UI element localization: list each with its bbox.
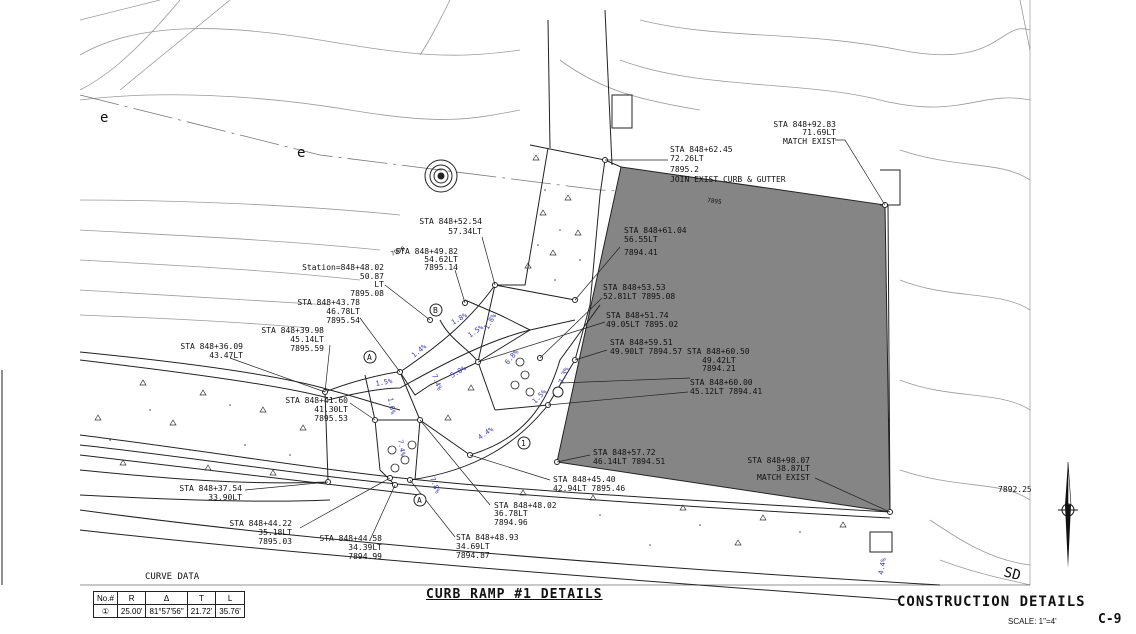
slope-label: 1.4% — [410, 342, 429, 359]
sd-label: SD — [1002, 564, 1022, 584]
table-row: ① 25.00' 81°57'56" 21.72' 35.76' — [93, 604, 245, 618]
slope-label: 1.8% — [450, 311, 469, 327]
slope-label: 4.4% — [477, 425, 496, 442]
marker-b: B — [433, 306, 438, 315]
ramp-dots — [387, 357, 535, 473]
marker-a-north: A — [367, 353, 372, 362]
section-markers — [363, 303, 564, 507]
slope-label: 6.8% — [503, 348, 520, 367]
table-header-cell: T — [186, 591, 217, 605]
contour-label-7895: 7895 — [707, 197, 723, 206]
leader-lines — [229, 139, 891, 541]
slope-label: 1.8% — [483, 312, 499, 331]
marker-a-south: A — [417, 496, 422, 505]
terrain-contours — [79, 0, 1031, 586]
slope-label: 7.4% — [396, 439, 407, 458]
slope-label: 1.5% — [375, 377, 394, 388]
curb-ramp — [324, 284, 601, 486]
utility-marker: e — [100, 110, 108, 126]
slope-label: 7.8% — [428, 476, 442, 495]
marker-curve-1: 1 — [521, 439, 526, 448]
tree-symbol — [424, 159, 458, 193]
sheet-number: C-9 — [1098, 612, 1122, 627]
concrete-dots — [109, 189, 801, 546]
slope-label: 1.6% — [386, 397, 397, 416]
scale-note: SCALE: 1"=4' — [1008, 617, 1057, 626]
table-header-row: No.# R Δ T L — [93, 591, 245, 605]
concrete-hatch — [94, 154, 847, 546]
utility-marker: e — [297, 145, 305, 161]
table-cell: 25.00' — [116, 604, 147, 618]
detail-title: CURB RAMP #1 DETAILS — [426, 587, 603, 602]
table-header-cell: L — [215, 591, 245, 605]
slope-label: 7.3% — [557, 365, 571, 384]
table-header-cell: R — [116, 591, 147, 605]
slope-label: 7.4% — [430, 373, 444, 392]
table-cell: ① — [93, 604, 118, 618]
road-lines — [79, 351, 941, 601]
table-cell: 81°57'56" — [145, 604, 188, 618]
slope-label: 4.4% — [877, 557, 888, 576]
slope-label: 5.0% — [449, 364, 468, 380]
sheet-title: CONSTRUCTION DETAILS — [897, 594, 1086, 610]
table-header-cell: Δ — [145, 591, 188, 605]
table-header-cell: No.# — [93, 591, 118, 605]
table-cell: 21.72' — [186, 604, 217, 618]
sidewalk — [495, 9, 901, 553]
curve-data-table: No.# R Δ T L ① 25.00' 81°57'56" 21.72' 3… — [93, 591, 245, 618]
spot-elevation: 7892.25 — [998, 485, 1032, 494]
north-arrow-icon — [1058, 461, 1078, 568]
curve-data-title: CURVE DATA — [145, 572, 200, 582]
table-cell: 35.76' — [215, 604, 245, 618]
